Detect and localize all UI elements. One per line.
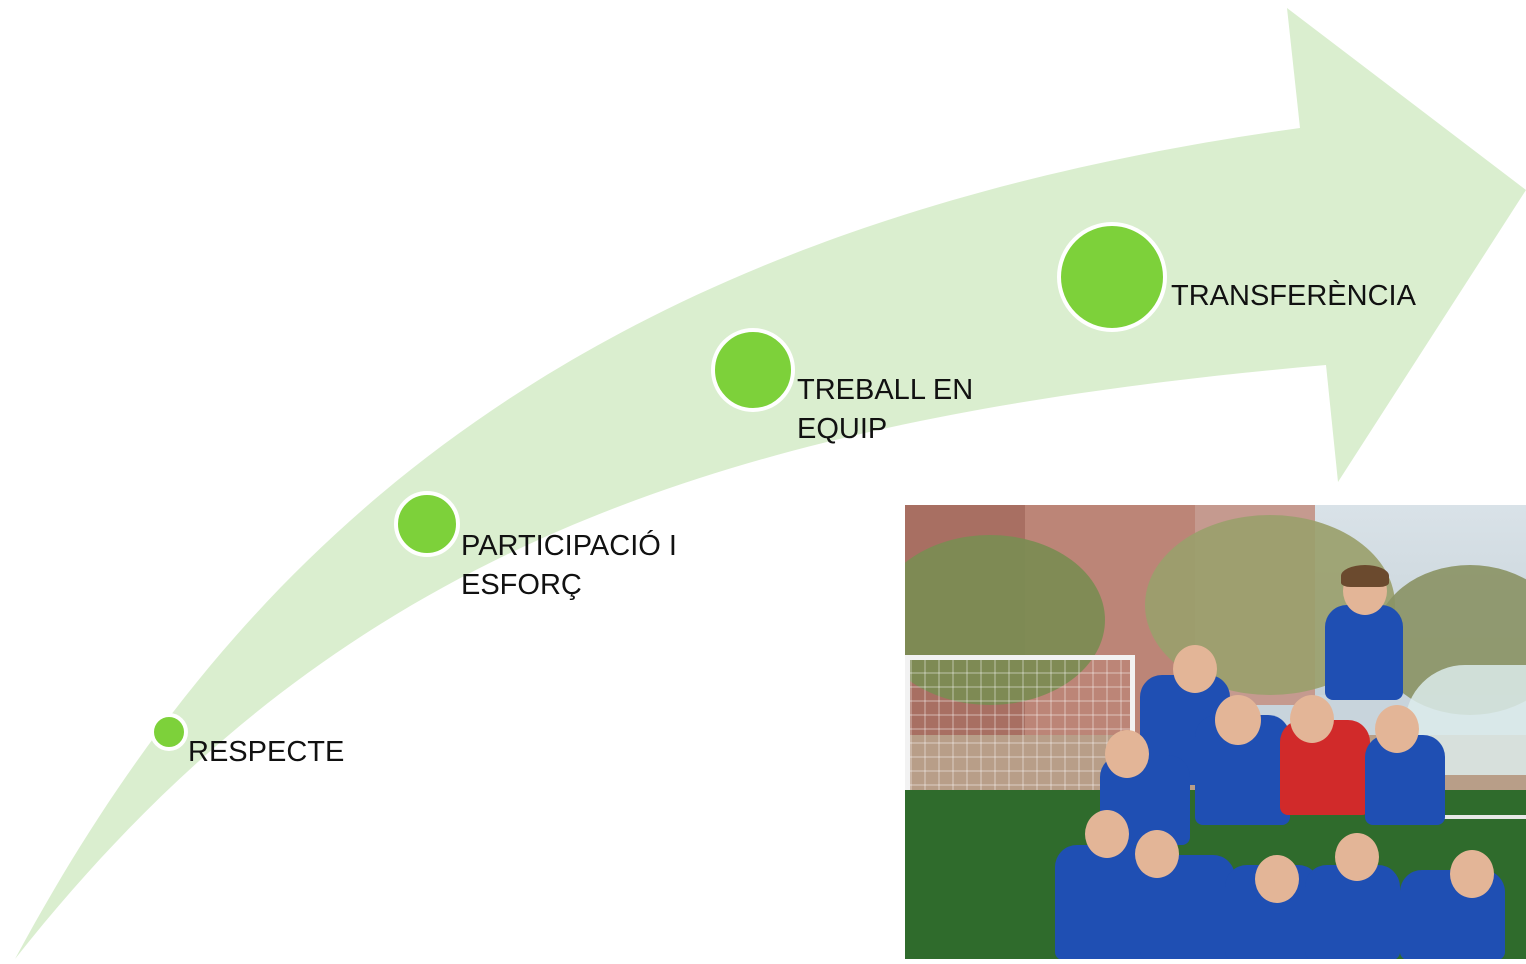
photo-goal: [905, 655, 1135, 800]
photo-player-head: [1335, 833, 1379, 881]
photo-player-head: [1085, 810, 1129, 858]
team-photo: [905, 505, 1526, 959]
step-label-participacio: PARTICIPACIÓ I ESFORÇ: [461, 530, 677, 601]
photo-pitch-line: [1375, 815, 1526, 819]
step-label-respecte: RESPECTE: [188, 736, 345, 768]
step-circle-transferencia: [1057, 222, 1167, 332]
photo-player-head: [1375, 705, 1419, 753]
step-circle-respecte: [150, 713, 188, 751]
photo-player-head: [1135, 830, 1179, 878]
step-label-transferencia: TRANSFERÈNCIA: [1171, 280, 1416, 312]
photo-player-head: [1450, 850, 1494, 898]
photo-player-head: [1290, 695, 1334, 743]
step-label-treball: TREBALL EN EQUIP: [797, 374, 974, 445]
step-circle-participacio: [394, 491, 460, 557]
photo-tree: [905, 535, 1105, 705]
photo-player: [1325, 605, 1403, 700]
photo-player-hair: [1341, 565, 1389, 587]
photo-player-head: [1215, 695, 1261, 745]
step-circle-treball: [711, 328, 795, 412]
photo-player-head: [1105, 730, 1149, 778]
photo-player-head: [1173, 645, 1217, 693]
photo-player-head: [1255, 855, 1299, 903]
